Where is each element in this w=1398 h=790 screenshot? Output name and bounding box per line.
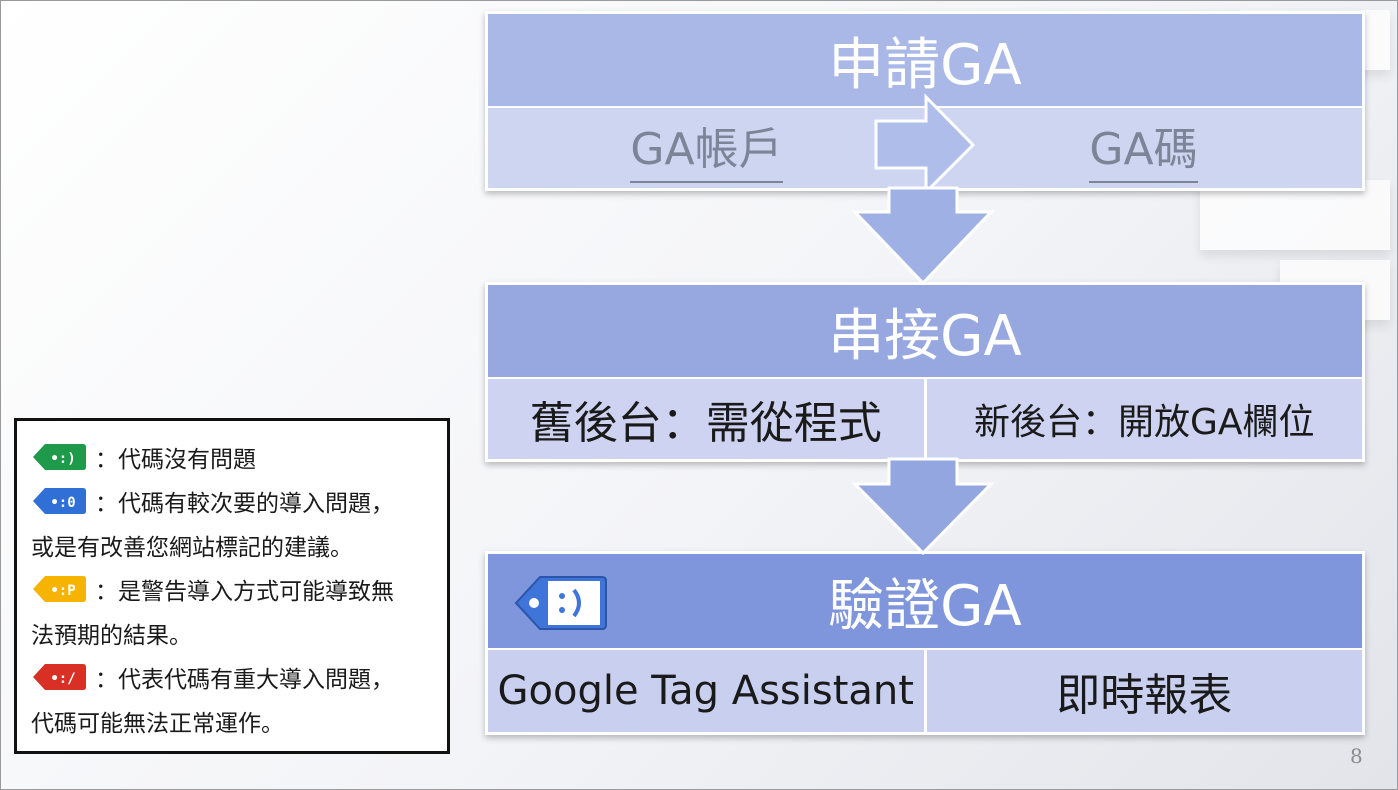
red-tag-icon: •:/ (33, 664, 86, 690)
step-apply-ga-title: 申請GA (828, 32, 1022, 98)
old-backend-label: 舊後台：需從程式 (529, 398, 882, 449)
legend-text-minor: ：代碼有較次要的導入問題， (95, 491, 394, 517)
ga-code-cell: GA碼 (925, 106, 1362, 188)
legend-item-minor: •:0 ：代碼有較次要的導入問題， (31, 479, 435, 523)
legend-text-critical-cont: 代碼可能無法正常運作。 (31, 711, 284, 737)
right-arrow-icon (874, 93, 976, 196)
step-connect-ga: 串接GA 舊後台：需從程式 新後台：開放GA欄位 (485, 282, 1365, 462)
svg-text:•:): •:) (50, 451, 75, 467)
step-verify-ga-details: Google Tag Assistant 即時報表 (488, 648, 1362, 732)
down-arrow-icon (851, 186, 995, 286)
tag-assistant-label: Google Tag Assistant (497, 668, 914, 714)
step-connect-ga-details: 舊後台：需從程式 新後台：開放GA欄位 (488, 377, 1362, 459)
step-verify-ga-title: 驗證GA (828, 573, 1022, 639)
yellow-tag-icon: •:P (33, 576, 86, 602)
ga-account-cell: GA帳戶 (488, 106, 925, 188)
svg-text:•:/: •:/ (50, 671, 75, 687)
legend-item-warning: •:P ：是警告導入方式可能導致無 (31, 567, 435, 611)
svg-text:•:0: •:0 (50, 495, 75, 511)
step-verify-ga: 驗證GA Google Tag Assistant 即時報表 (485, 551, 1365, 735)
legend-item-ok: •:) ：代碼沒有問題 (31, 435, 435, 479)
tag-assistant-cell: Google Tag Assistant (488, 648, 924, 732)
legend-text-warning: ：是警告導入方式可能導致無 (95, 579, 394, 605)
legend-text-ok: ：代碼沒有問題 (95, 447, 256, 473)
svg-text:•:P: •:P (50, 583, 75, 599)
realtime-report-label: 即時報表 (1056, 670, 1233, 721)
page-number: 8 (1350, 744, 1363, 768)
ga-code-label: GA碼 (1089, 113, 1198, 183)
green-tag-icon: •:) (33, 444, 86, 470)
step-apply-ga-details: GA帳戶 GA碼 (488, 106, 1362, 188)
legend-text-minor-cont: 或是有改善您網站標記的建議。 (31, 535, 353, 561)
realtime-report-cell: 即時報表 (923, 648, 1362, 732)
ga-account-label: GA帳戶 (630, 113, 783, 183)
legend-text-critical: ：代表代碼有重大導入問題， (95, 667, 394, 693)
legend-item-critical: •:/ ：代表代碼有重大導入問題， (31, 655, 435, 699)
old-backend-cell: 舊後台：需從程式 (488, 377, 924, 459)
blue-tag-icon: •:0 (33, 488, 86, 514)
status-legend: •:) ：代碼沒有問題 •:0 ：代碼有較次要的導入問題， 或是有改善您網站標記… (14, 418, 450, 754)
tag-assistant-icon (514, 576, 607, 630)
new-backend-label: 新後台：開放GA欄位 (973, 402, 1315, 443)
new-backend-cell: 新後台：開放GA欄位 (923, 377, 1362, 459)
background-decoration (1200, 180, 1390, 250)
legend-text-warning-cont: 法預期的結果。 (31, 623, 192, 649)
step-connect-ga-title: 串接GA (828, 303, 1022, 369)
down-arrow-icon (851, 457, 995, 556)
